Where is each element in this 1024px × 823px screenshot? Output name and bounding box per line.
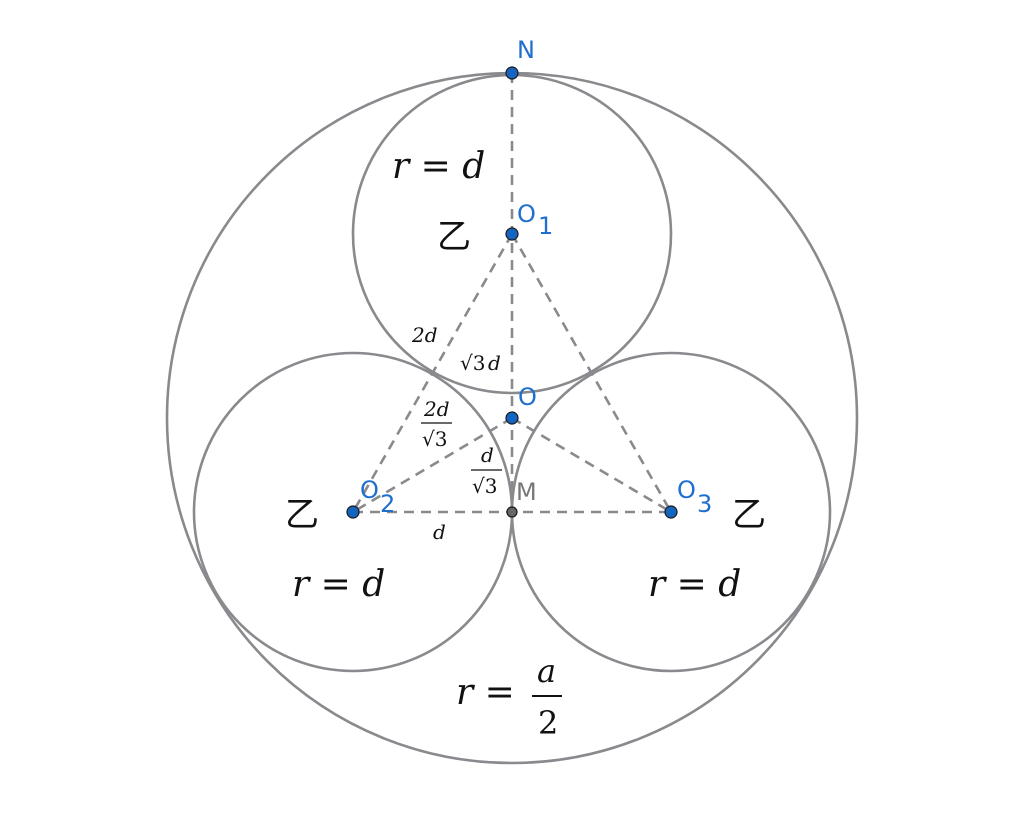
radius-label-top: r = d bbox=[392, 146, 485, 187]
point-o2 bbox=[346, 505, 360, 519]
point-n bbox=[505, 66, 519, 80]
label-o1: O bbox=[517, 200, 536, 228]
label-oo2-den: √3 bbox=[422, 427, 447, 451]
label-o2-m: d bbox=[433, 520, 446, 544]
label-n: N bbox=[517, 36, 535, 64]
label-o1m-sqrt: √3 bbox=[460, 351, 485, 375]
marker-left: 乙 bbox=[285, 495, 319, 535]
segment-o1-o2 bbox=[351, 233, 514, 513]
radius-label-outer: r = bbox=[456, 672, 515, 713]
segment-o1-o3 bbox=[510, 233, 673, 513]
label-o: O bbox=[518, 383, 537, 411]
label-o1-sub: 1 bbox=[538, 212, 553, 240]
radius-label-left: r = d bbox=[292, 564, 385, 605]
point-m bbox=[506, 506, 518, 518]
label-o1-o2: 2d bbox=[411, 323, 438, 347]
label-o2-sub: 2 bbox=[380, 490, 395, 518]
radius-outer-numerator: a bbox=[537, 652, 556, 690]
label-o3: O bbox=[677, 476, 696, 504]
label-om-num: d bbox=[481, 443, 494, 467]
radius-outer-denominator: 2 bbox=[538, 704, 558, 742]
radius-label-right: r = d bbox=[648, 564, 741, 605]
label-om-den: √3 bbox=[472, 474, 497, 498]
point-o bbox=[505, 411, 519, 425]
label-o1m-d: d bbox=[488, 351, 501, 375]
label-oo2-num: 2d bbox=[423, 397, 450, 421]
marker-top: 乙 bbox=[437, 217, 471, 257]
label-m: M bbox=[516, 478, 537, 506]
point-o1 bbox=[505, 227, 519, 241]
segment-o-o2 bbox=[352, 416, 513, 514]
marker-right: 乙 bbox=[732, 495, 766, 535]
label-o3-sub: 3 bbox=[697, 490, 712, 518]
point-o3 bbox=[664, 505, 678, 519]
segment-o-o3 bbox=[511, 416, 672, 514]
label-o2: O bbox=[360, 476, 379, 504]
